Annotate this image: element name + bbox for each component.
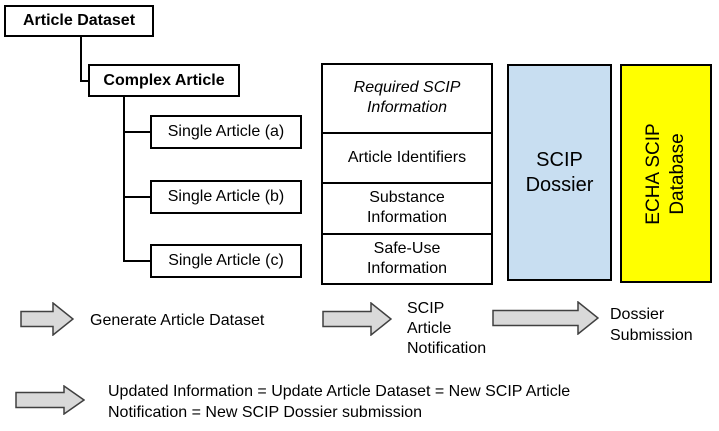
tree-connector-line [125,131,150,133]
info-table-row-article-identifiers: Article Identifiers [323,131,491,182]
flow-arrow-icon [20,302,74,336]
generate-article-dataset-label: Generate Article Dataset [90,312,265,329]
flow-arrow-icon [492,301,599,335]
article-dataset-box: Article Dataset [4,5,154,37]
tree-connector-line [123,97,125,262]
flow-arrow-icon [15,385,85,415]
article-dataset-label: Article Dataset [22,12,136,29]
complex-article-box: Complex Article [88,64,240,97]
info-table-row-safe-use-information: Safe-Use Information [323,232,491,283]
single-article-c-box: Single Article (c) [150,244,302,278]
single-article-a-label: Single Article (a) [167,123,285,140]
scip-article-notification-label: SCIP Article Notification [407,300,487,357]
info-table-header: Required SCIP Information [353,79,461,117]
update-cycle-note: Updated Information = Update Article Dat… [108,383,571,421]
tree-connector-line [80,37,82,82]
single-article-b-label: Single Article (b) [167,188,285,205]
single-article-b-box: Single Article (b) [150,180,302,214]
scip-dossier-label: SCIP Dossier [525,148,594,196]
flow-arrow-icon [322,302,392,336]
scip-dossier-box: SCIP Dossier [507,64,612,281]
tree-connector-line [80,80,89,82]
dossier-submission-label: Dossier Submission [610,306,693,344]
tree-connector-line [125,196,150,198]
single-article-a-box: Single Article (a) [150,115,302,149]
info-table-row-substance-information: Substance Information [323,182,491,232]
echa-scip-database-label: ECHA SCIP Database [643,122,688,225]
complex-article-label: Complex Article [103,71,225,89]
echa-scip-database-box: ECHA SCIP Database [620,64,712,283]
tree-connector-line [125,260,150,262]
required-scip-info-table: Required SCIP Information Article Identi… [321,63,493,285]
single-article-c-label: Single Article (c) [168,252,284,269]
